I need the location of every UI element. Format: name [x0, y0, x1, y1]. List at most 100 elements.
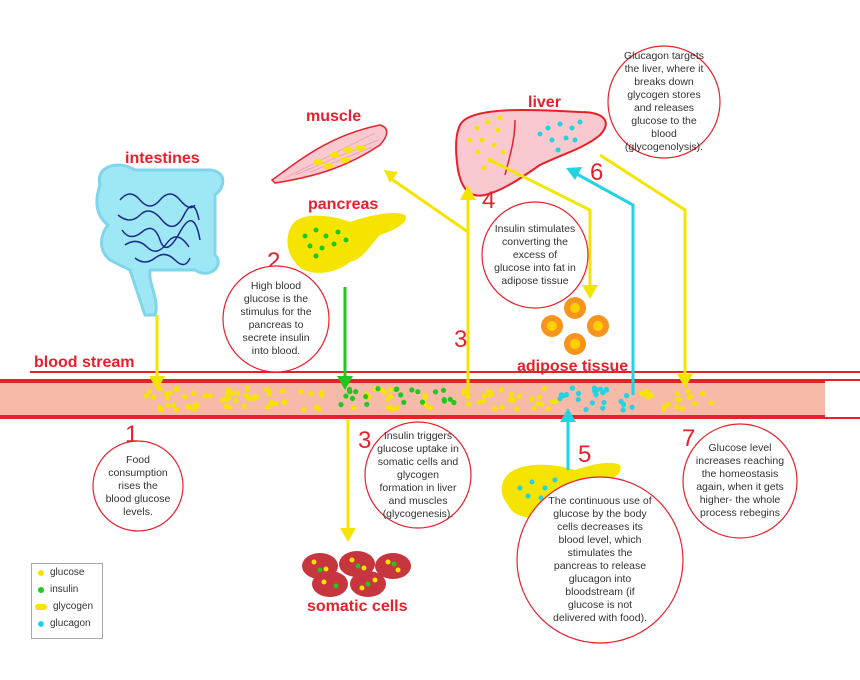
- blood-molecule: [170, 402, 176, 408]
- blood-molecule: [251, 395, 257, 401]
- muscle-icon: [270, 124, 388, 184]
- blood-stream-vessel: [0, 379, 860, 419]
- blood-molecule: [375, 386, 381, 392]
- blood-molecule: [624, 393, 630, 399]
- blood-molecule: [229, 390, 235, 396]
- blood-molecule: [419, 399, 426, 405]
- blood-molecule: [553, 398, 559, 404]
- blood-molecule: [569, 385, 576, 391]
- blood-molecule: [531, 405, 537, 411]
- note-insulin-uptake: Insulin triggers glucose uptake in somat…: [377, 429, 459, 520]
- note-insulin-fat: Insulin stimulates converting the excess…: [494, 222, 576, 287]
- intestines-icon: [95, 163, 225, 317]
- blood-molecule: [279, 388, 286, 394]
- blood-molecule: [182, 394, 188, 400]
- blood-molecule: [603, 386, 609, 392]
- blood-molecule: [347, 389, 353, 395]
- blood-molecule: [432, 389, 439, 395]
- glycogen-blob-icon: [35, 603, 47, 610]
- blood-molecule: [427, 405, 434, 411]
- blood-molecule: [158, 407, 165, 413]
- blood-molecule: [409, 387, 415, 393]
- blood-molecule: [545, 406, 551, 412]
- legend-item-glucose: glucose: [32, 564, 102, 581]
- blood-molecule: [234, 390, 240, 396]
- note-homeostasis: Glucose level increases reaching the hom…: [695, 442, 785, 519]
- blood-molecule: [385, 396, 391, 402]
- blood-molecule: [415, 389, 421, 395]
- blood-molecule: [576, 390, 582, 396]
- blood-molecule: [529, 396, 535, 402]
- blood-molecule: [674, 404, 680, 410]
- pancreas-label: pancreas: [308, 196, 378, 213]
- blood-molecule: [226, 404, 232, 410]
- legend: glucose insulin glycogen glucagon: [31, 563, 103, 639]
- glucose-dot-icon: [38, 569, 44, 576]
- blood-molecule: [191, 406, 197, 412]
- somatic-cells-label: somatic cells: [307, 598, 408, 615]
- blood-molecule: [516, 393, 522, 400]
- blood-molecule: [301, 406, 307, 412]
- legend-item-insulin: insulin: [32, 581, 102, 598]
- blood-molecule: [557, 396, 563, 402]
- blood-molecule: [245, 385, 251, 392]
- step-3-somatic-number: 3: [358, 427, 371, 454]
- blood-molecule: [151, 394, 157, 400]
- blood-molecule: [388, 387, 394, 393]
- blood-molecule: [280, 399, 286, 405]
- blood-molecule: [466, 401, 472, 407]
- blood-molecule: [492, 405, 498, 411]
- blood-molecule: [487, 392, 493, 398]
- blood-molecule: [192, 402, 198, 408]
- blood-molecule: [508, 391, 514, 397]
- blood-molecule: [629, 404, 635, 410]
- blood-molecule: [564, 392, 570, 398]
- blood-molecule: [163, 390, 169, 396]
- intestines-label: intestines: [125, 150, 200, 167]
- blood-molecule: [708, 400, 714, 406]
- blood-molecule: [674, 396, 680, 402]
- liver-label: liver: [528, 94, 561, 111]
- blood-molecule: [394, 405, 400, 411]
- blood-molecule: [600, 405, 606, 411]
- blood-molecule: [685, 388, 691, 394]
- glucagon-dot-icon: [38, 620, 44, 627]
- blood-molecule: [233, 397, 239, 403]
- blood-molecule: [202, 393, 208, 399]
- blood-molecule: [541, 386, 548, 392]
- blood-molecule: [674, 390, 680, 397]
- liver-icon: [454, 108, 607, 197]
- blood-molecule: [591, 385, 598, 391]
- blood-molecule: [514, 406, 520, 412]
- step-7-number: 7: [682, 425, 695, 452]
- pancreas-icon: [287, 212, 406, 273]
- blood-molecule: [601, 399, 607, 406]
- blood-molecule: [600, 390, 606, 396]
- blood-molecule: [481, 393, 487, 399]
- step-4-number: 4: [482, 187, 495, 214]
- blood-molecule: [266, 391, 272, 397]
- blood-molecule: [686, 394, 692, 401]
- blood-stream-label: blood stream: [34, 354, 134, 371]
- blood-molecule: [558, 392, 565, 398]
- blood-molecule: [620, 407, 626, 413]
- blood-molecule: [507, 397, 513, 403]
- blood-molecule: [583, 406, 589, 413]
- somatic-cells-icon: [302, 551, 411, 597]
- blood-molecule: [351, 405, 357, 411]
- blood-molecule: [476, 399, 482, 405]
- step-5-number: 5: [578, 441, 591, 468]
- blood-molecule: [536, 394, 542, 400]
- blood-molecule: [319, 392, 325, 398]
- blood-molecule: [539, 401, 545, 407]
- note-glycogenolysis: Glucagon targets the liver, where it bre…: [624, 50, 704, 153]
- blood-molecules: [143, 385, 714, 413]
- blood-molecule: [243, 392, 249, 398]
- blood-molecule: [666, 401, 672, 407]
- blood-molecule: [207, 393, 213, 399]
- blood-molecule: [165, 402, 171, 409]
- blood-molecule: [451, 399, 457, 406]
- insulin-dot-icon: [38, 586, 44, 593]
- blood-molecule: [157, 385, 163, 392]
